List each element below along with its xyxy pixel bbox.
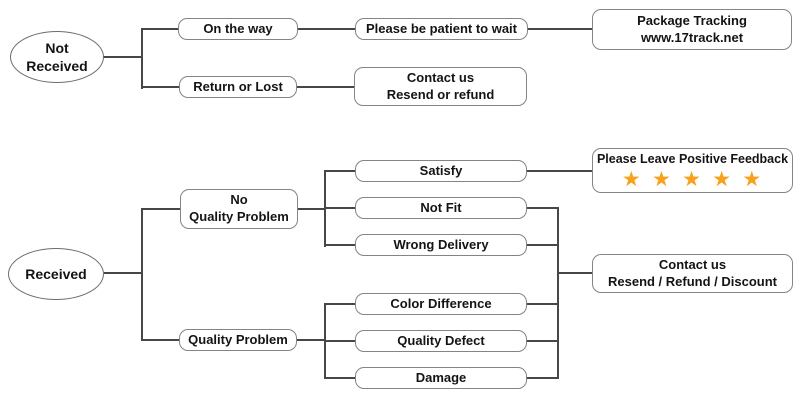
connector-line <box>143 339 179 341</box>
node-label: Damage <box>415 369 467 385</box>
node-color-difference: Color Difference <box>355 293 527 315</box>
connector-line <box>326 207 355 209</box>
connector-line <box>298 208 326 210</box>
node-quality-defect: Quality Defect <box>355 330 527 352</box>
node-label: Not Fit <box>420 199 462 215</box>
connector-line <box>557 207 559 379</box>
connector-line <box>297 86 354 88</box>
node-not-fit: Not Fit <box>355 197 527 219</box>
node-label: Received <box>25 265 87 282</box>
node-label: Resend or refund <box>386 86 495 102</box>
node-label: Please be patient to wait <box>366 20 517 36</box>
connector-line <box>326 303 355 305</box>
connector-line <box>141 208 143 341</box>
node-label: No <box>230 192 248 208</box>
node-damage: Damage <box>355 367 527 389</box>
node-no-quality-problem: No Quality Problem <box>180 189 298 229</box>
connector-line <box>324 303 326 379</box>
node-please-be-patient: Please be patient to wait <box>355 18 528 40</box>
node-label: Package Tracking <box>637 12 747 28</box>
connector-line <box>141 28 143 89</box>
node-label: Satisfy <box>419 162 463 178</box>
tracking-url: www.17track.net <box>640 29 744 45</box>
node-on-the-way: On the way <box>178 18 298 40</box>
connector-line <box>527 207 559 209</box>
connector-line <box>143 86 179 88</box>
node-package-tracking: Package Tracking www.17track.net <box>592 9 792 50</box>
node-label: Wrong Delivery <box>393 236 489 252</box>
node-wrong-delivery: Wrong Delivery <box>355 234 527 256</box>
node-label: Contact us <box>658 256 727 272</box>
node-label: On the way <box>203 20 273 36</box>
connector-line <box>527 170 592 172</box>
node-satisfy: Satisfy <box>355 160 527 182</box>
connector-line <box>527 340 559 342</box>
node-label: Resend / Refund / Discount <box>607 273 777 289</box>
node-label: Received <box>26 58 88 74</box>
connector-line <box>326 377 355 379</box>
connector-line <box>298 28 355 30</box>
connector-line <box>527 377 559 379</box>
node-label: Not <box>45 39 69 56</box>
node-positive-feedback: Please Leave Positive Feedback ★ ★ ★ ★ ★ <box>592 148 793 193</box>
node-quality-problem: Quality Problem <box>179 329 297 351</box>
connector-line <box>326 340 355 342</box>
node-label: Return or Lost <box>193 78 283 94</box>
node-return-or-lost: Return or Lost <box>179 76 297 98</box>
connector-line <box>528 28 592 30</box>
node-label: Quality Problem <box>188 331 288 347</box>
connector-line <box>324 170 326 247</box>
node-label: Contact us <box>406 69 475 85</box>
connector-line <box>527 303 559 305</box>
node-contact-us-resend-refund-discount: Contact us Resend / Refund / Discount <box>592 254 793 293</box>
node-not-received: Not Received <box>10 31 104 83</box>
connector-line <box>527 244 559 246</box>
connector-line <box>143 28 178 30</box>
node-received: Received <box>8 248 104 300</box>
connector-line <box>326 244 355 246</box>
node-label: Please Leave Positive Feedback <box>596 152 789 167</box>
connector-line <box>297 339 326 341</box>
connector-line <box>326 170 355 172</box>
connector-line <box>143 208 180 210</box>
node-label: Quality Defect <box>397 332 485 348</box>
connector-line <box>103 56 143 58</box>
connector-line <box>104 272 143 274</box>
node-contact-us-resend-refund: Contact us Resend or refund <box>354 67 527 106</box>
connector-line <box>559 272 592 274</box>
node-label: Color Difference <box>390 295 492 311</box>
five-star-rating-icon: ★ ★ ★ ★ ★ <box>621 166 764 191</box>
node-label: Quality Problem <box>189 209 289 224</box>
